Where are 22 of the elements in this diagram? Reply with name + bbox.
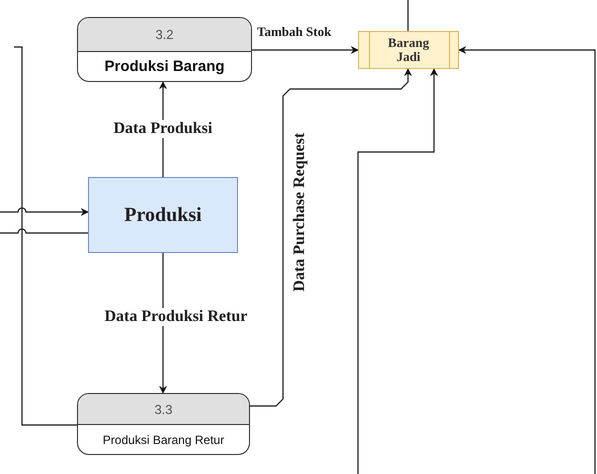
entity-name: Produksi bbox=[124, 204, 202, 226]
connector-line bbox=[407, 0, 409, 31]
process-number: 3.3 bbox=[78, 394, 249, 425]
edge-label: Tambah Stok bbox=[256, 24, 332, 40]
process-name: Produksi Barang bbox=[103, 57, 226, 77]
arrow bbox=[252, 46, 359, 54]
arrow bbox=[357, 68, 438, 474]
process-box bbox=[77, 393, 250, 455]
arrow bbox=[0, 207, 89, 216]
edge-label: Data Purchase Request bbox=[290, 132, 310, 293]
process-box bbox=[77, 17, 252, 82]
arrow bbox=[250, 68, 412, 407]
entity-box bbox=[88, 177, 238, 253]
edge-label: Data Produksi Retur bbox=[104, 308, 248, 326]
store-name: Barang Jadi bbox=[386, 36, 430, 64]
connector-line bbox=[0, 228, 88, 234]
connector-line bbox=[14, 46, 77, 426]
arrow bbox=[458, 46, 596, 474]
edge-label: Data Produksi bbox=[112, 120, 214, 138]
process-number: 3.2 bbox=[78, 18, 251, 52]
process-name: Produksi Barang Retur bbox=[102, 432, 226, 448]
data-store-box bbox=[358, 31, 459, 69]
